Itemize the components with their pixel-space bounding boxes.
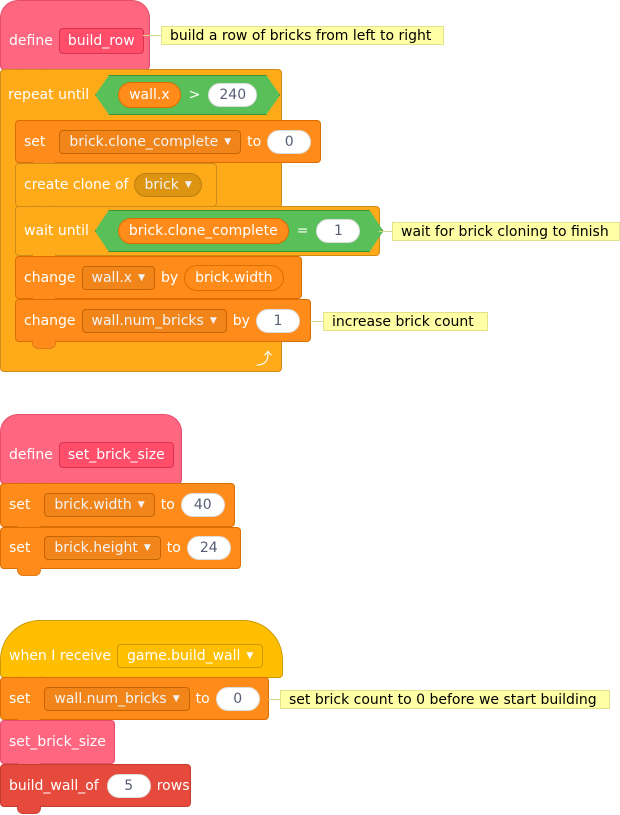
set-label: set [9,540,31,556]
repeat-until-label: repeat until [8,87,90,103]
set-value-input[interactable]: 40 [180,493,225,517]
variable-name: brick.height [54,540,138,556]
set-label: set [24,133,46,150]
comment-text: wait for brick cloning to finish [401,224,609,240]
caret-down-icon: ▼ [138,272,145,283]
wall-x-reporter[interactable]: wall.x [118,82,181,108]
procedure-call-label: build_wall_of [9,777,99,794]
to-label: to [160,497,175,513]
comment-connector [379,231,392,232]
set-clone-complete-block[interactable]: set brick.clone_complete ▼ to 0 [15,120,321,170]
variable-dropdown[interactable]: wall.num_bricks ▼ [44,686,190,711]
procedure-name[interactable]: set_brick_size [58,442,174,468]
set-label: set [9,690,31,707]
comment-wait[interactable]: wait for brick cloning to finish [392,222,620,241]
variable-dropdown[interactable]: wall.num_bricks ▼ [81,308,227,333]
by-label: by [161,269,179,286]
set-num-bricks-block[interactable]: set wall.num_bricks ▼ to 0 [0,677,269,727]
clone-target-name: brick [144,177,179,193]
caret-down-icon: ▼ [172,693,180,704]
by-label: by [232,312,250,329]
message-dropdown[interactable]: game.build_wall ▼ [117,644,264,668]
clone-complete-reporter[interactable]: brick.clone_complete [118,218,289,244]
change-value-input[interactable]: 1 [255,308,300,333]
caret-down-icon: ▼ [224,136,232,147]
when-i-receive-block[interactable]: when I receive game.build_wall ▼ [0,620,283,685]
create-clone-label: create clone of [24,177,129,193]
to-label: to [166,540,181,556]
procedure-name[interactable]: build_row [58,28,144,54]
define-label: define [9,33,53,49]
change-label: change [24,312,76,329]
to-label: to [247,133,262,150]
change-num-bricks-block[interactable]: change wall.num_bricks ▼ by 1 [15,299,311,349]
comment-text: set brick count to 0 before we start bui… [289,692,597,708]
define-build-row-block[interactable]: define build_row [0,0,150,77]
loop-arrow-icon: ⤴ [256,349,273,368]
equals-condition[interactable]: brick.clone_complete = 1 [95,210,384,252]
variable-name: brick.clone_complete [69,133,219,150]
comment-connector [143,35,161,36]
variable-dropdown[interactable]: brick.height ▼ [44,536,161,560]
set-value-input[interactable]: 0 [215,686,260,711]
variable-name: brick.width [54,497,132,513]
rows-label: rows [156,777,190,794]
condition-value[interactable]: 240 [208,83,257,107]
procedure-call-label: set_brick_size [9,734,106,750]
caret-down-icon: ▼ [184,180,192,190]
change-label: change [24,269,76,286]
caret-down-icon: ▼ [209,315,217,326]
comment-set-count[interactable]: set brick count to 0 before we start bui… [280,690,610,709]
caret-down-icon: ▼ [137,500,145,510]
when-i-receive-label: when I receive [9,648,111,664]
caret-down-icon: ▼ [246,651,254,661]
variable-name: wall.num_bricks [91,312,204,329]
variable-dropdown[interactable]: brick.width ▼ [44,493,155,517]
equals-operator: = [296,223,309,239]
wait-until-label: wait until [24,223,89,239]
wait-value-input[interactable]: 1 [316,219,360,243]
define-set-brick-size-block[interactable]: define set_brick_size [0,414,182,491]
variable-name: wall.x [91,269,133,286]
wait-until-block[interactable]: wait until brick.clone_complete = 1 [15,206,380,263]
set-brick-height-block[interactable]: set brick.height ▼ to 24 [0,527,241,576]
message-name: game.build_wall [127,648,241,664]
define-label: define [9,447,53,463]
create-clone-block[interactable]: create clone of brick ▼ [15,163,217,214]
comment-count[interactable]: increase brick count [323,312,488,331]
comment-text: build a row of bricks from left to right [170,28,432,44]
caret-down-icon: ▼ [143,543,151,553]
clone-target-dropdown[interactable]: brick ▼ [134,173,202,197]
comment-connector [268,699,280,700]
set-value-input[interactable]: 0 [267,129,312,154]
set-label: set [9,497,31,513]
set-brick-width-block[interactable]: set brick.width ▼ to 40 [0,483,235,534]
variable-dropdown[interactable]: brick.clone_complete ▼ [59,129,242,154]
to-label: to [195,690,210,707]
comment-connector [310,321,323,322]
comment-text: increase brick count [332,314,474,330]
change-wall-x-block[interactable]: change wall.x ▼ by brick.width [15,256,302,306]
greater-than-condition[interactable]: wall.x > 240 [95,75,280,115]
brick-width-reporter[interactable]: brick.width [184,264,284,291]
comment-build-row[interactable]: build a row of bricks from left to right [161,26,444,45]
greater-than-operator: > [188,87,201,103]
repeat-until-header[interactable]: repeat until wall.x > 240 [0,69,282,121]
build-wall-of-call-block[interactable]: build_wall_of 5 rows [0,764,191,814]
set-brick-size-call-block[interactable]: set_brick_size [0,720,115,771]
rows-value-input[interactable]: 5 [106,773,151,798]
variable-name: wall.num_bricks [54,690,167,707]
variable-dropdown[interactable]: wall.x ▼ [81,265,155,290]
set-value-input[interactable]: 24 [186,536,231,560]
